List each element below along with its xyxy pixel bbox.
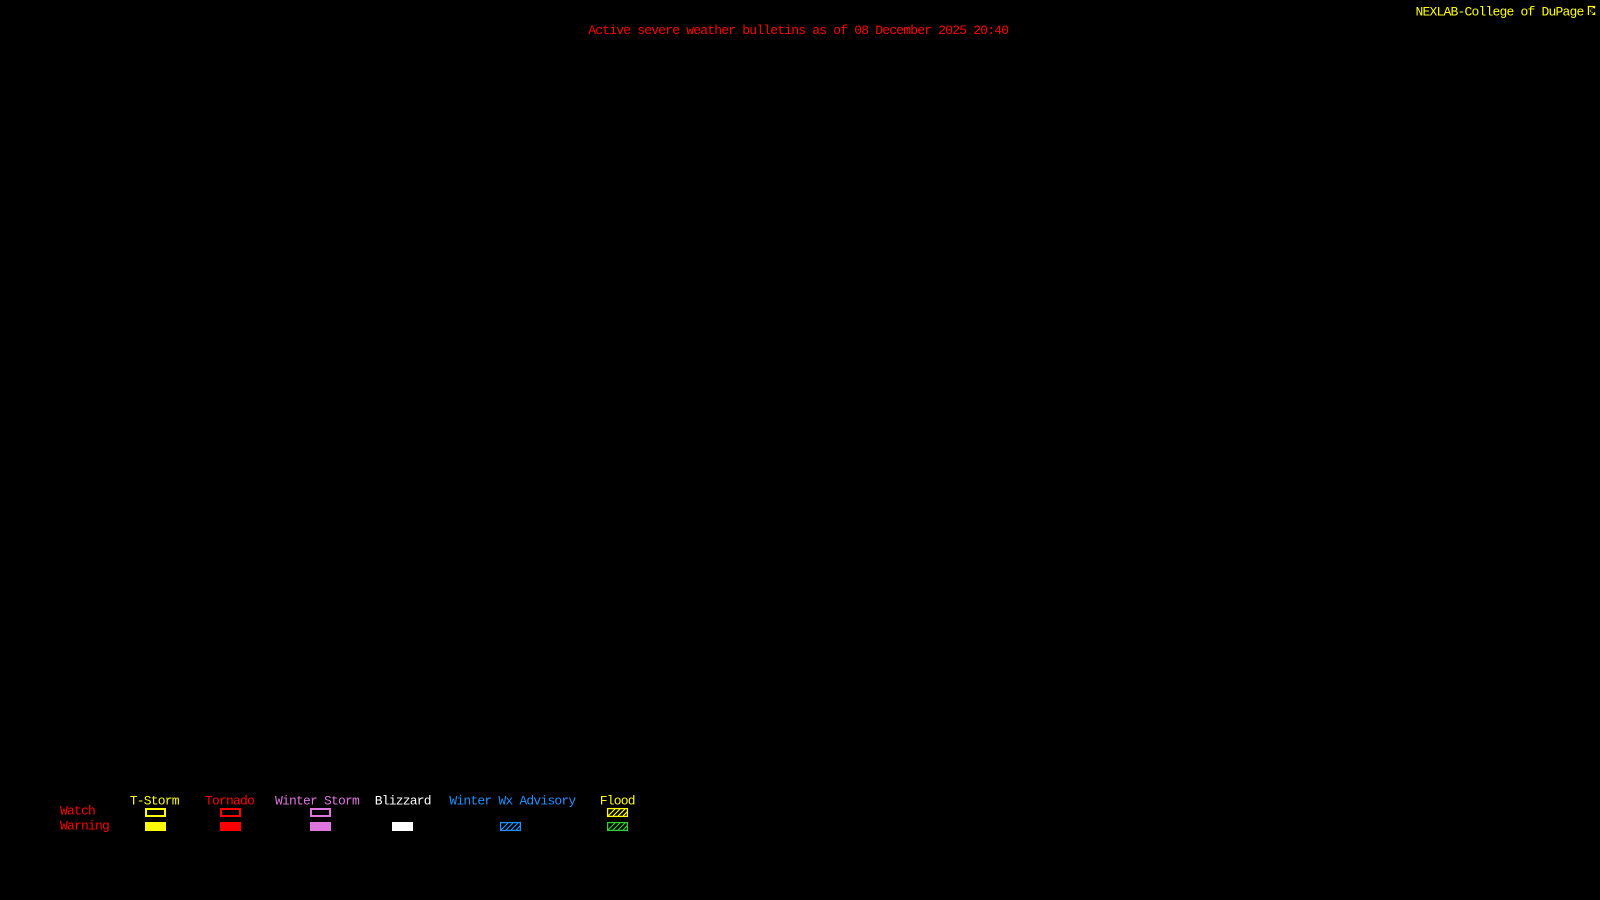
svg-text:Active severe weather bulletin: Active severe weather bulletins as of 08…	[588, 23, 1008, 38]
svg-text:NEXLAB-College of DuPage: NEXLAB-College of DuPage	[1416, 4, 1584, 19]
svg-text:Tornado: Tornado	[205, 793, 254, 808]
svg-text:Blizzard: Blizzard	[375, 793, 431, 808]
svg-text:Flood: Flood	[600, 793, 635, 808]
svg-text:T-Storm: T-Storm	[130, 793, 180, 808]
svg-text:Winter Storm: Winter Storm	[275, 793, 360, 808]
svg-text:Warning: Warning	[60, 819, 109, 834]
svg-text:Watch: Watch	[60, 803, 95, 818]
svg-text:Winter Wx Advisory: Winter Wx Advisory	[449, 793, 576, 808]
